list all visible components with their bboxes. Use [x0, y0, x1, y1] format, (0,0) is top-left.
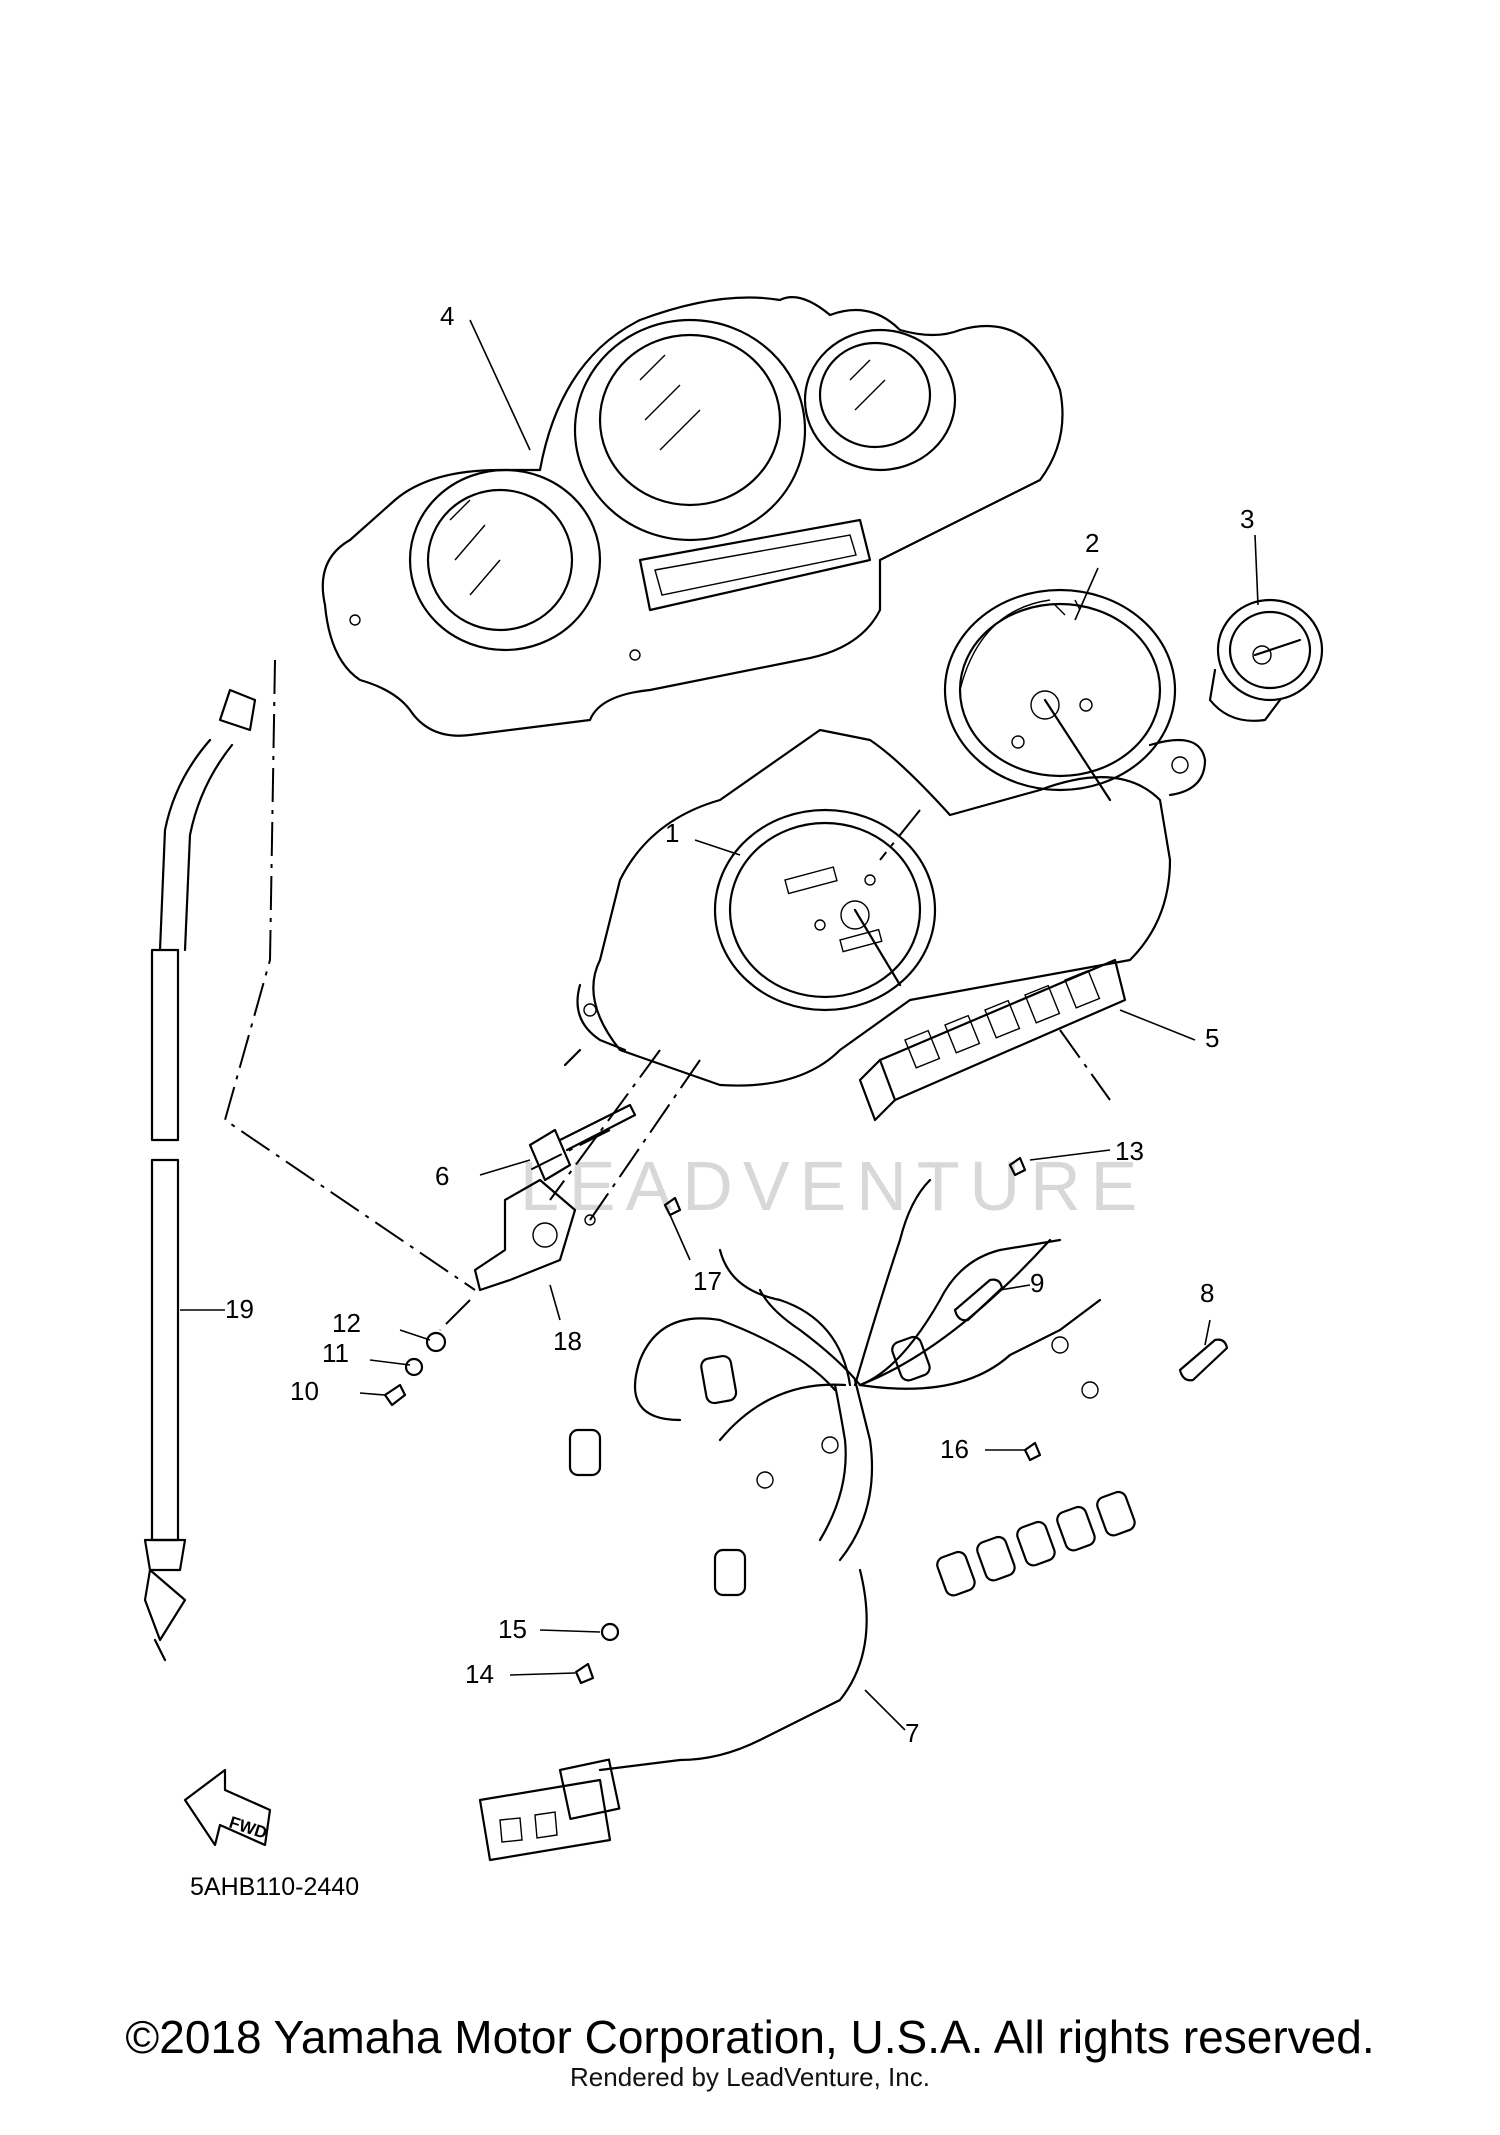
speedometer-cable-part-19: [143, 688, 257, 1662]
callout-1: 1: [665, 818, 679, 848]
callout-7: 7: [905, 1718, 919, 1748]
callout-labels: 4 2 3 1 5 6 13 17 18 9 8 12 11 10 19 16 …: [225, 301, 1254, 1748]
knob-part-6: [528, 1103, 637, 1182]
callout-17: 17: [693, 1266, 722, 1296]
callout-14: 14: [465, 1659, 494, 1689]
assembly-lines: [223, 659, 1111, 1331]
callout-2: 2: [1085, 528, 1099, 558]
callout-8: 8: [1200, 1278, 1214, 1308]
fwd-arrow-icon: FWD: [183, 1768, 272, 1847]
callout-18: 18: [553, 1326, 582, 1356]
callout-19: 19: [225, 1294, 254, 1324]
rendered-by-text: Rendered by LeadVenture, Inc.: [570, 2062, 930, 2092]
callout-11: 11: [322, 1338, 349, 1368]
fasteners: [383, 1156, 1042, 1685]
copyright-text: ©2018 Yamaha Motor Corporation, U.S.A. A…: [125, 2011, 1375, 2063]
meter-cover-part-4: [321, 296, 1064, 737]
callout-6: 6: [435, 1161, 449, 1191]
callout-16: 16: [940, 1434, 969, 1464]
wire-harness-part-7: [478, 1178, 1136, 1862]
part-code: 5AHB110-2440: [190, 1873, 359, 1901]
leader-lines: [180, 319, 1259, 1731]
gear-unit-part-18: [473, 1178, 596, 1292]
speedometer-part-1: [713, 808, 937, 1012]
bulbs-part-8-9: [953, 1278, 1229, 1382]
callout-12: 12: [332, 1308, 361, 1338]
bulb-sockets: [568, 1335, 1136, 1597]
callout-13: 13: [1115, 1136, 1144, 1166]
callout-5: 5: [1205, 1023, 1219, 1053]
indicator-part-3: [1208, 598, 1324, 722]
callout-10: 10: [290, 1376, 319, 1406]
callout-15: 15: [498, 1614, 527, 1644]
indicator-panel-part-5: [858, 958, 1127, 1122]
callout-9: 9: [1030, 1268, 1044, 1298]
meter-body: [563, 728, 1172, 1087]
callout-4: 4: [440, 301, 454, 331]
tachometer-part-2: [943, 588, 1207, 802]
callout-3: 3: [1240, 504, 1254, 534]
